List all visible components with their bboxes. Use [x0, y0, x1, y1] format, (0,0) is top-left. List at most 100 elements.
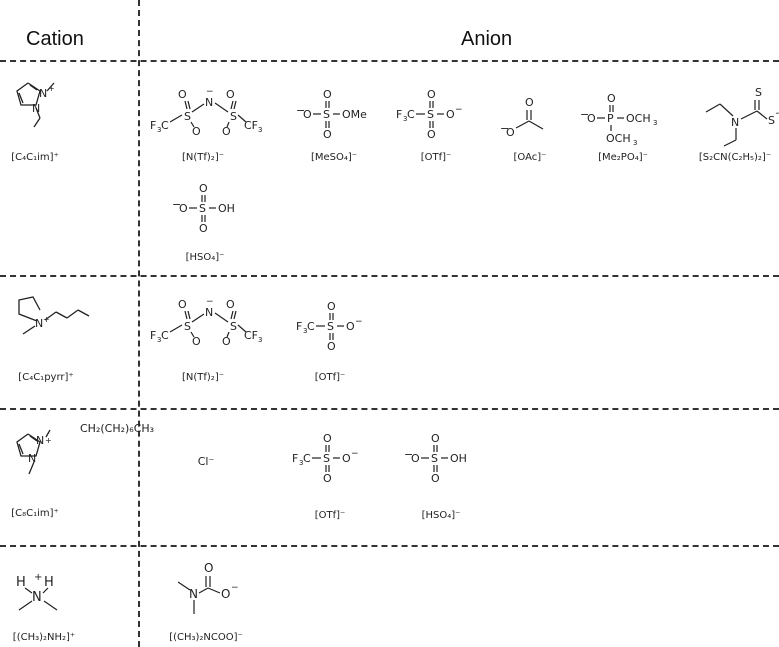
svg-text:S: S	[323, 108, 330, 121]
anion-label-dithiocarbamate: [S₂CN(C₂H₅)₂]⁻	[698, 152, 772, 163]
svg-text:O: O	[204, 561, 213, 575]
row-divider-2	[0, 408, 779, 410]
svg-text:F: F	[150, 119, 156, 132]
svg-text:N: N	[39, 87, 47, 100]
header-divider	[0, 60, 779, 62]
svg-text:H: H	[16, 575, 26, 590]
svg-text:O: O	[192, 335, 201, 348]
svg-text:H: H	[44, 575, 54, 590]
cation-label: [C₈C₁im]⁺	[11, 508, 59, 519]
svg-text:N: N	[731, 116, 739, 129]
svg-text:OH: OH	[450, 452, 467, 465]
svg-text:N: N	[28, 452, 36, 465]
svg-text:O: O	[431, 432, 440, 445]
svg-text:C: C	[407, 108, 415, 121]
anion-label-otf: [OTf]⁻	[420, 152, 452, 163]
svg-text:P: P	[607, 112, 614, 125]
svg-text:S: S	[199, 202, 206, 215]
svg-text:C: C	[307, 320, 315, 333]
svg-text:S: S	[184, 110, 191, 123]
svg-text:CF: CF	[244, 329, 258, 342]
anion-label-ntf2: [N(Tf)₂]⁻	[181, 152, 225, 163]
svg-text:−: −	[206, 87, 214, 97]
cation-structure-c4c1pyrr: N +	[18, 296, 90, 335]
dimethylcarbamate-structure: O N O−	[177, 561, 239, 614]
svg-text:−: −	[580, 108, 589, 121]
svg-text:−: −	[775, 109, 779, 119]
svg-text:S: S	[184, 320, 191, 333]
svg-text:+: +	[43, 315, 50, 324]
anion-label-chloride: Cl⁻	[197, 455, 215, 468]
svg-text:O: O	[346, 320, 355, 333]
svg-text:−: −	[355, 317, 363, 327]
anion-label-meso4: [MeSO₄]⁻	[310, 152, 358, 163]
svg-text:O: O	[226, 298, 235, 311]
svg-text:O: O	[525, 96, 534, 109]
svg-text:S: S	[323, 452, 330, 465]
svg-text:3: 3	[157, 126, 161, 134]
svg-text:O: O	[323, 432, 332, 445]
cation-structure-c4c1im: N + N	[16, 82, 55, 128]
svg-text:OH: OH	[218, 202, 235, 215]
svg-text:S: S	[327, 320, 334, 333]
svg-text:3: 3	[653, 119, 657, 127]
svg-text:C: C	[161, 119, 169, 132]
svg-text:O: O	[446, 108, 455, 121]
svg-text:O: O	[179, 202, 188, 215]
oac-structure: O −O	[500, 96, 544, 139]
anion-label-hso4: [HSO₄]⁻	[421, 510, 461, 521]
anion-label-ntf2: [N(Tf)₂]⁻	[181, 372, 225, 383]
svg-text:O: O	[221, 587, 230, 601]
svg-text:O: O	[199, 222, 208, 235]
svg-text:−: −	[455, 105, 463, 115]
svg-text:S: S	[427, 108, 434, 121]
svg-text:3: 3	[299, 459, 303, 467]
svg-text:3: 3	[157, 336, 161, 344]
svg-text:S: S	[431, 452, 438, 465]
anion-label-hso4: [HSO₄]⁻	[185, 252, 225, 263]
svg-text:−: −	[404, 448, 413, 461]
column-divider	[138, 0, 140, 647]
svg-text:N: N	[35, 317, 43, 330]
svg-text:OCH: OCH	[626, 112, 651, 125]
svg-text:O: O	[607, 92, 616, 105]
anion-label-me2po4: [Me₂PO₄]⁻	[598, 152, 648, 163]
svg-text:3: 3	[633, 139, 637, 147]
svg-text:N: N	[32, 590, 42, 605]
svg-text:O: O	[411, 452, 420, 465]
anion-label-dimethylcarbamate: [(CH₃)₂NCOO]⁻	[169, 632, 243, 643]
anion-header: Anion	[461, 28, 513, 50]
svg-text:−: −	[172, 198, 181, 211]
anion-label-otf: [OTf]⁻	[314, 510, 346, 521]
hso4-structure: −O O S O OH	[404, 432, 467, 485]
anion-label-oac: [OAc]⁻	[513, 152, 547, 163]
svg-text:O: O	[178, 88, 187, 101]
svg-text:S: S	[230, 110, 237, 123]
svg-text:O: O	[222, 125, 231, 138]
svg-text:N: N	[205, 306, 213, 319]
svg-text:O: O	[323, 472, 332, 485]
svg-text:O: O	[427, 128, 436, 141]
svg-text:−: −	[296, 104, 305, 117]
svg-text:O: O	[226, 88, 235, 101]
anion-label-otf: [OTf]⁻	[314, 372, 346, 383]
svg-text:−: −	[231, 583, 239, 593]
cation-label: [C₄C₁im]⁺	[11, 152, 59, 163]
svg-text:3: 3	[258, 336, 262, 344]
svg-text:3: 3	[303, 327, 307, 335]
svg-text:3: 3	[403, 115, 407, 123]
svg-text:C: C	[303, 452, 311, 465]
row-divider-1	[0, 275, 779, 277]
svg-text:N: N	[189, 587, 198, 601]
cation-label: [(CH₃)₂NH₂]⁺	[12, 632, 76, 643]
svg-text:F: F	[396, 108, 402, 121]
svg-text:CF: CF	[244, 119, 258, 132]
svg-text:3: 3	[258, 126, 262, 134]
svg-text:−: −	[206, 297, 214, 307]
